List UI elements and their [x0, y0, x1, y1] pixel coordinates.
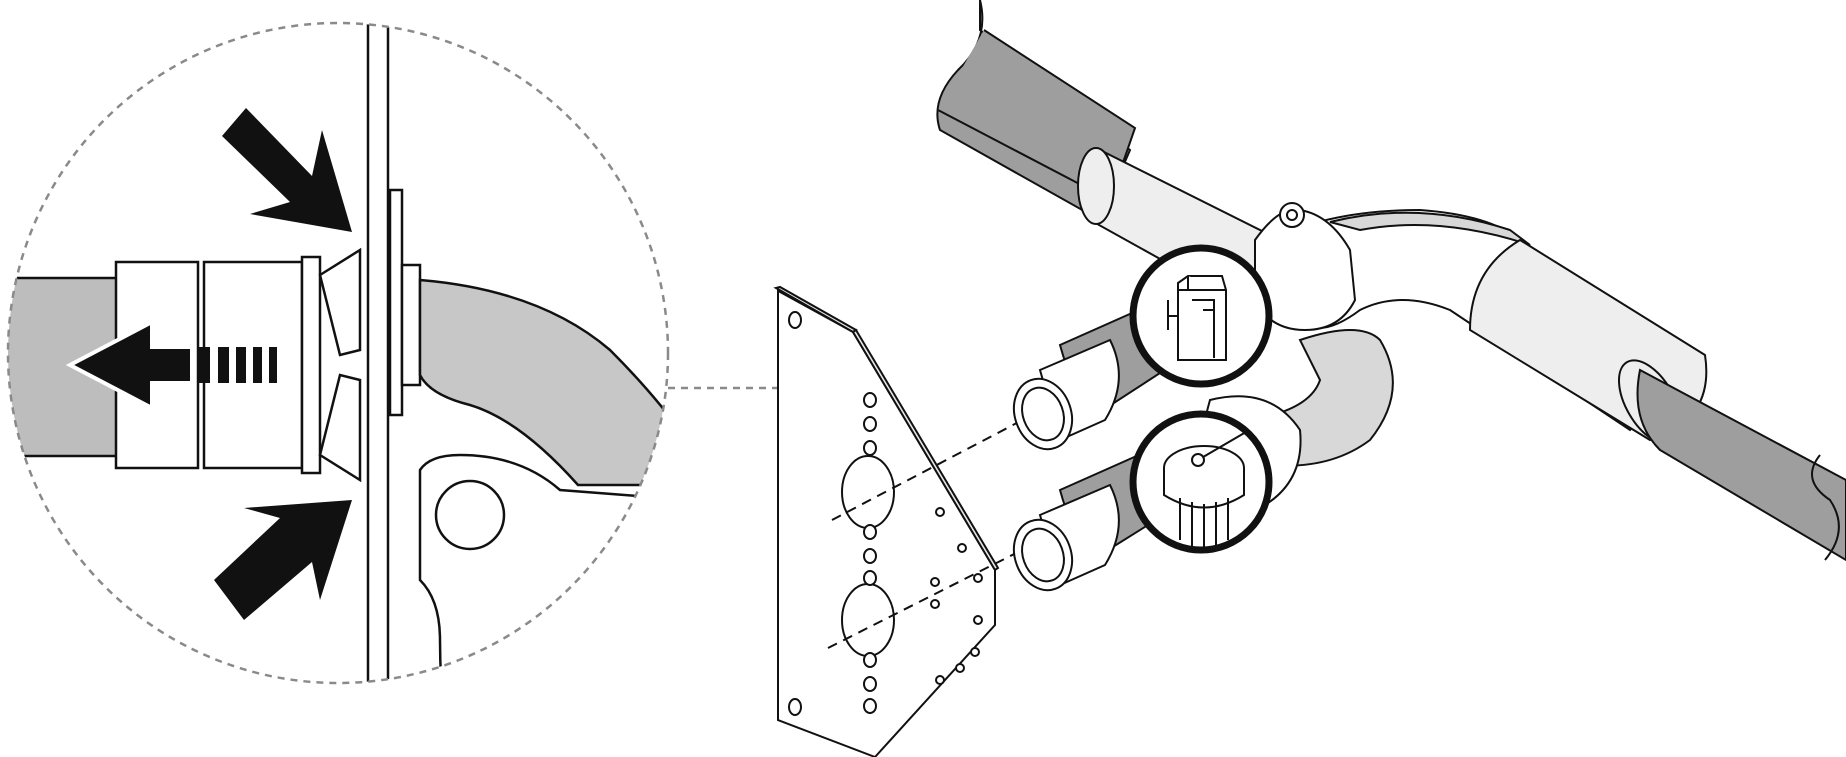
- pipe-assembly: [936, 0, 1846, 592]
- detail-outline: [6, 21, 670, 685]
- bracket-hole: [434, 479, 506, 551]
- clip-icon: [1167, 275, 1227, 361]
- brush-icon: [1163, 431, 1247, 550]
- detail-view: [6, 21, 815, 685]
- pull-arrow-icon: [65, 318, 277, 412]
- flange-plate: [388, 188, 422, 417]
- right-pipe: [1636, 368, 1846, 562]
- alignment-lines: [827, 414, 1033, 649]
- callout-clip: [1129, 244, 1273, 388]
- curved-pipe: [418, 278, 668, 487]
- plate-hole: [841, 455, 895, 529]
- press-arrow-icon: [222, 108, 352, 232]
- press-arrow-icon: [214, 500, 352, 620]
- mounting-plate: [773, 285, 1000, 757]
- panel-wall: [366, 23, 390, 683]
- plate-hole: [841, 583, 895, 657]
- callout-brush: [1129, 410, 1273, 554]
